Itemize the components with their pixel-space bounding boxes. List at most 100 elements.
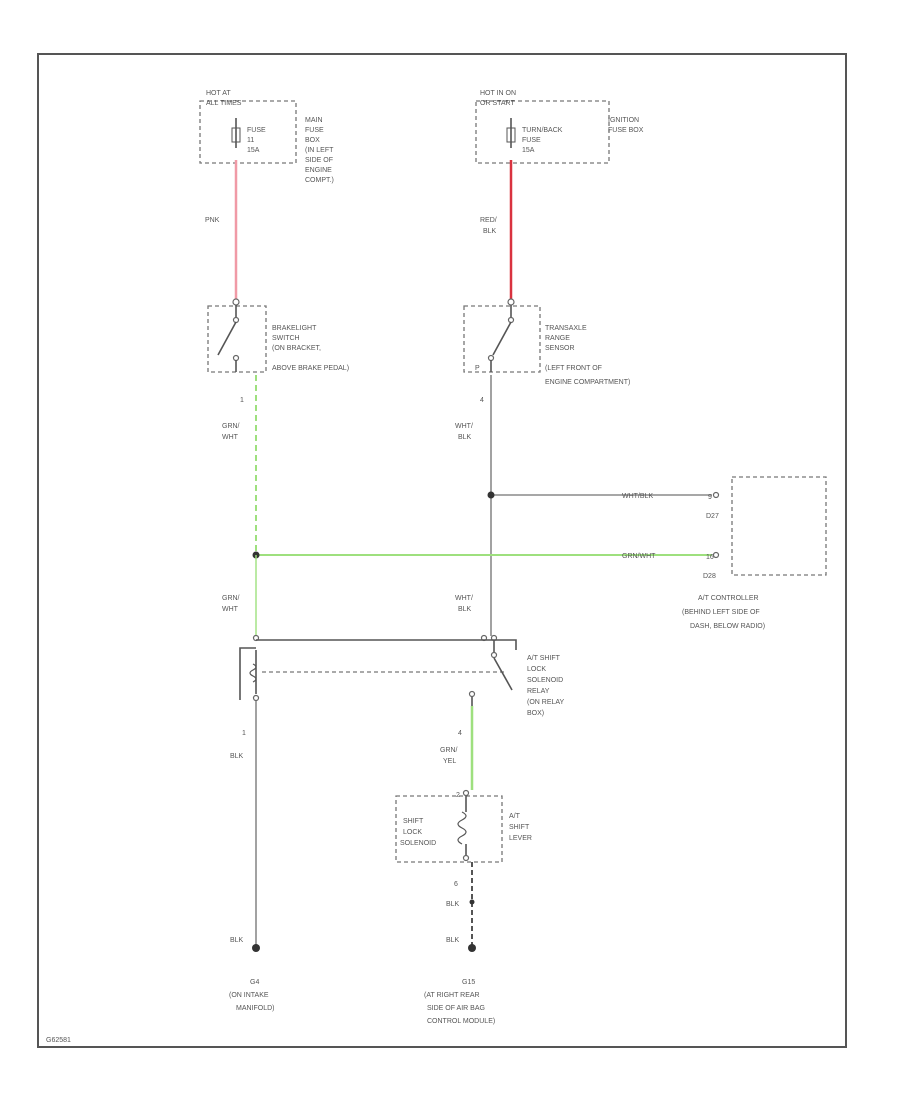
grn-wht-lower-label-2: WHT — [222, 606, 239, 613]
wht-blk-upper-label-2: BLK — [458, 434, 472, 441]
relay-label-6: BOX) — [527, 710, 544, 717]
relay-contact — [493, 657, 513, 691]
controller-pin-d28: D28 — [703, 573, 716, 580]
ground-g4-icon — [252, 944, 260, 952]
solenoid-label-3: SOLENOID — [400, 840, 436, 847]
right-fuse-label-1: TURN/BACK — [522, 127, 563, 134]
brakelight-label-2: SWITCH — [272, 335, 300, 342]
wht-blk-lower-label-2: BLK — [458, 606, 472, 613]
coil-icon — [249, 663, 257, 683]
blk-right-lower-label: BLK — [446, 937, 460, 944]
controller-pin-9: 9 — [708, 494, 712, 501]
grn-wht-horizontal-label: GRN/WHT — [622, 553, 656, 560]
grn-wht-upper-label-2: WHT — [222, 434, 239, 441]
grn-yel-label-1: GRN/ — [440, 747, 458, 754]
solenoid-label-1: SHIFT — [403, 818, 424, 825]
main-fuse-box-label-3: BOX — [305, 137, 320, 144]
main-fuse-box-label-1: MAIN — [305, 117, 323, 124]
g15-label-2: (AT RIGHT REAR — [424, 992, 480, 999]
left-fuse-label-1: FUSE — [247, 127, 266, 134]
transaxle-label-1: TRANSAXLE — [545, 325, 587, 332]
g15-label-4: CONTROL MODULE) — [427, 1018, 495, 1025]
shift-lock-relay: A/T SHIFT LOCK SOLENOID RELAY (ON RELAY … — [239, 634, 565, 737]
splice-node — [487, 491, 495, 499]
main-fuse-box-label-6: ENGINE — [305, 167, 332, 174]
left-hot-label-2: ALL TIMES — [206, 100, 242, 107]
transaxle-pin: 4 — [480, 397, 484, 404]
lever-label-1: A/T — [509, 813, 521, 820]
diagram-code: G62581 — [46, 1037, 71, 1044]
relay-pin-bottom: 4 — [458, 730, 462, 737]
blk-left-label: BLK — [230, 753, 244, 760]
relay-label-4: RELAY — [527, 688, 550, 695]
brakelight-label-3: (ON BRACKET, — [272, 345, 321, 352]
blk-left-ground-label: BLK — [230, 937, 244, 944]
relay-label-3: SOLENOID — [527, 677, 563, 684]
g15-label-1: G15 — [462, 979, 475, 986]
lever-label-2: SHIFT — [509, 824, 530, 831]
fuse-icon — [506, 127, 516, 143]
main-fuse-box-label-7: COMPT.) — [305, 177, 334, 184]
ground-g15-icon — [468, 944, 476, 952]
ignition-fuse-box-label-2: FUSE BOX — [608, 127, 644, 134]
fuse-icon — [231, 127, 241, 143]
right-fuse-label-2: FUSE — [522, 137, 541, 144]
g4-label-3: MANIFOLD) — [236, 1005, 275, 1012]
relay-output-terminal — [468, 690, 476, 698]
right-fuse-label-3: 15A — [522, 147, 535, 154]
relay-label-2: LOCK — [527, 666, 546, 673]
left-fuse-label-2: 11 — [247, 137, 254, 144]
main-fuse-box-label-2: FUSE — [305, 127, 324, 134]
red-blk-wire-label-1: RED/ — [480, 217, 497, 224]
solenoid-pin-bottom: 6 — [454, 881, 458, 888]
transaxle-pin-p: P — [475, 365, 480, 372]
main-fuse-box-label-5: SIDE OF — [305, 157, 333, 164]
grn-wht-lower-label-1: GRN/ — [222, 595, 240, 602]
brakelight-pin: 1 — [240, 397, 244, 404]
relay-pin-left: 1 — [242, 730, 246, 737]
controller-label-2: (BEHIND LEFT SIDE OF — [682, 609, 760, 616]
brakelight-switch: BRAKELIGHT SWITCH (ON BRACKET, ABOVE BRA… — [207, 298, 349, 404]
controller-label-3: DASH, BELOW RADIO) — [690, 623, 765, 630]
transaxle-label-5: ENGINE COMPARTMENT) — [545, 379, 630, 386]
controller-pin-d27: D27 — [706, 513, 719, 520]
solenoid-pin-top: 2 — [456, 792, 460, 799]
g4-label-1: G4 — [250, 979, 259, 986]
transaxle-label-4: (LEFT FRONT OF — [545, 365, 602, 372]
left-hot-label-1: HOT AT — [206, 90, 231, 97]
wht-blk-horizontal-label: WHT/BLK — [622, 493, 653, 500]
grn-wht-upper-label-1: GRN/ — [222, 423, 240, 430]
relay-label-5: (ON RELAY — [527, 699, 565, 706]
transaxle-label-2: RANGE — [545, 335, 570, 342]
solenoid-label-2: LOCK — [403, 829, 422, 836]
blk-right-upper-label: BLK — [446, 901, 460, 908]
red-blk-wire-label-2: BLK — [483, 228, 497, 235]
brakelight-label-1: BRAKELIGHT — [272, 325, 317, 332]
controller-pin-16: 16 — [706, 554, 714, 561]
right-fuse-block: HOT IN ON OR START TURN/BACK FUSE 15A IG… — [475, 90, 644, 164]
shift-lock-solenoid: 2 SHIFT LOCK SOLENOID A/T SHIFT LEVER 6 — [395, 789, 532, 888]
g4-label-2: (ON INTAKE — [229, 992, 269, 999]
relay-label-1: A/T SHIFT — [527, 655, 561, 662]
at-controller: 9 D27 16 D28 A/T CONTROLLER (BEHIND LEFT… — [682, 476, 827, 630]
wht-blk-lower-label-1: WHT/ — [455, 595, 473, 602]
transaxle-label-3: SENSOR — [545, 345, 575, 352]
wht-blk-upper-label-1: WHT/ — [455, 423, 473, 430]
splice-node — [469, 899, 475, 905]
right-hot-label-1: HOT IN ON — [480, 90, 516, 97]
pink-wire-label: PNK — [205, 217, 220, 224]
switch-blade — [217, 321, 237, 356]
g15-label-3: SIDE OF AIR BAG — [427, 1005, 485, 1012]
transaxle-range-sensor: P TRANSAXLE RANGE SENSOR (LEFT FRONT OF … — [463, 298, 630, 404]
right-hot-label-2: OR START — [480, 100, 515, 107]
left-fuse-label-3: 15A — [247, 147, 260, 154]
ignition-fuse-box-label-1: IGNITION — [608, 117, 639, 124]
switch-blade — [492, 321, 512, 356]
grn-yel-label-2: YEL — [443, 758, 456, 765]
main-fuse-box-label-4: (IN LEFT — [305, 147, 334, 154]
left-fuse-block: HOT AT ALL TIMES FUSE 11 15A MAIN FUSE B… — [199, 90, 334, 184]
controller-label-1: A/T CONTROLLER — [698, 595, 759, 602]
solenoid-coil-icon — [457, 811, 467, 845]
diagram-frame — [37, 53, 847, 1048]
